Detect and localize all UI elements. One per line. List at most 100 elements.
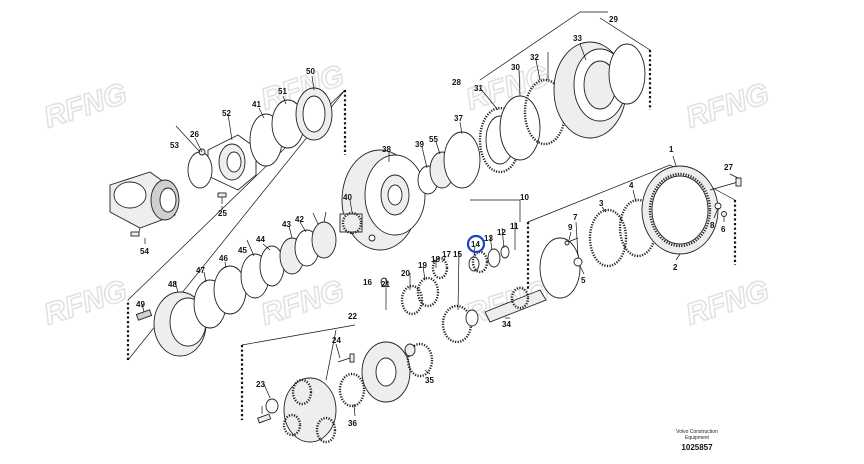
label-part-8[interactable]: 8 <box>710 221 715 230</box>
part-cover-ring <box>608 43 646 105</box>
label-part-54[interactable]: 54 <box>140 247 149 256</box>
part-pin <box>380 277 388 287</box>
label-part-50[interactable]: 50 <box>306 67 315 76</box>
part-bushing <box>404 343 416 357</box>
label-part-37[interactable]: 37 <box>454 114 463 123</box>
caption-line-2: Equipment <box>685 435 710 441</box>
label-part-9[interactable]: 9 <box>568 223 573 232</box>
label-part-14[interactable]: 14 <box>471 240 480 249</box>
part-washer <box>368 234 376 242</box>
part-ring <box>500 245 510 259</box>
label-part-32[interactable]: 32 <box>530 53 539 62</box>
part-drive-shaft <box>484 286 547 323</box>
label-part-7[interactable]: 7 <box>573 213 578 222</box>
label-part-52[interactable]: 52 <box>222 109 231 118</box>
label-part-55[interactable]: 55 <box>429 135 438 144</box>
part-pin <box>257 413 272 424</box>
label-part-16[interactable]: 16 <box>363 278 372 287</box>
part-plug <box>721 211 727 217</box>
label-part-33[interactable]: 33 <box>573 34 582 43</box>
part-ring <box>311 221 337 259</box>
part-flange-plate <box>207 134 257 191</box>
highlight-ring[interactable] <box>466 234 486 254</box>
document-number: 1025857 <box>681 443 713 452</box>
label-part-27[interactable]: 27 <box>724 163 733 172</box>
label-part-30[interactable]: 30 <box>511 63 520 72</box>
label-part-29[interactable]: 29 <box>609 15 618 24</box>
part-plug <box>135 309 153 321</box>
part-gear <box>406 342 434 378</box>
part-sun-gear <box>431 256 449 280</box>
label-part-19[interactable]: 19 <box>418 261 427 270</box>
part-thrust-washer <box>265 398 279 414</box>
label-part-35[interactable]: 35 <box>425 376 434 385</box>
part-carrier-plate <box>361 341 411 403</box>
leader-lines <box>141 43 739 417</box>
label-part-39[interactable]: 39 <box>415 140 424 149</box>
label-part-15[interactable]: 15 <box>453 250 462 259</box>
caption-line-1: Volvo Construction <box>676 429 718 435</box>
part-bolt <box>217 192 227 204</box>
label-part-5[interactable]: 5 <box>581 276 586 285</box>
label-part-41[interactable]: 41 <box>252 100 261 109</box>
part-washer <box>714 202 722 210</box>
part-labels: 1 2 3 4 5 6 7 8 9 10 11 12 13 14 15 16 1… <box>136 15 733 428</box>
label-part-13[interactable]: 13 <box>484 234 493 243</box>
watermark: RFNG <box>40 274 131 332</box>
label-part-18[interactable]: 18 <box>431 255 440 264</box>
part-bolt <box>337 353 355 363</box>
label-part-34[interactable]: 34 <box>502 320 511 329</box>
label-part-42[interactable]: 42 <box>295 215 304 224</box>
part-planet-carrier <box>282 377 337 444</box>
part-hub <box>341 149 426 251</box>
label-part-47[interactable]: 47 <box>196 266 205 275</box>
label-part-11[interactable]: 11 <box>510 222 519 231</box>
part-ring-housing <box>641 165 719 255</box>
label-part-12[interactable]: 12 <box>497 228 506 237</box>
part-gear-shaft <box>339 211 363 235</box>
part-ring <box>443 131 481 189</box>
label-part-36[interactable]: 36 <box>348 419 357 428</box>
label-part-46[interactable]: 46 <box>219 254 228 263</box>
part-ring-gear <box>499 95 541 161</box>
label-part-2[interactable]: 2 <box>673 263 678 272</box>
label-part-49[interactable]: 49 <box>136 300 145 309</box>
label-part-1[interactable]: 1 <box>669 145 674 154</box>
label-part-43[interactable]: 43 <box>282 220 291 229</box>
part-planet-gear <box>400 276 440 316</box>
group-brackets <box>126 11 737 420</box>
label-part-45[interactable]: 45 <box>238 246 247 255</box>
label-part-17[interactable]: 17 <box>442 250 451 259</box>
part-ring-gear <box>588 208 628 268</box>
label-part-3[interactable]: 3 <box>599 199 604 208</box>
label-part-48[interactable]: 48 <box>168 280 177 289</box>
label-part-40[interactable]: 40 <box>343 193 352 202</box>
part-spacer <box>487 248 501 268</box>
label-part-51[interactable]: 51 <box>278 87 287 96</box>
part-o-ring <box>539 237 581 299</box>
label-part-20[interactable]: 20 <box>401 269 410 278</box>
label-part-24[interactable]: 24 <box>332 336 341 345</box>
part-o-ring <box>187 151 213 189</box>
part-bolt <box>709 177 742 191</box>
caption-block: Volvo Construction Equipment 1025857 <box>676 429 718 452</box>
label-part-31[interactable]: 31 <box>474 84 483 93</box>
part-washer <box>573 257 583 267</box>
part-screw <box>564 237 579 246</box>
label-part-10[interactable]: 10 <box>520 193 529 202</box>
label-part-23[interactable]: 23 <box>256 380 265 389</box>
label-part-4[interactable]: 4 <box>629 181 634 190</box>
watermark: RFNG <box>40 77 131 135</box>
label-part-22[interactable]: 22 <box>348 312 357 321</box>
label-part-53[interactable]: 53 <box>170 141 179 150</box>
label-part-38[interactable]: 38 <box>382 145 391 154</box>
label-part-26[interactable]: 26 <box>190 130 199 139</box>
label-part-25[interactable]: 25 <box>218 209 227 218</box>
label-part-6[interactable]: 6 <box>721 225 726 234</box>
label-part-28[interactable]: 28 <box>452 78 461 87</box>
part-hydraulic-motor <box>109 171 180 237</box>
label-part-44[interactable]: 44 <box>256 235 265 244</box>
label-part-21[interactable]: 21 <box>381 280 390 289</box>
part-gear <box>441 304 473 344</box>
